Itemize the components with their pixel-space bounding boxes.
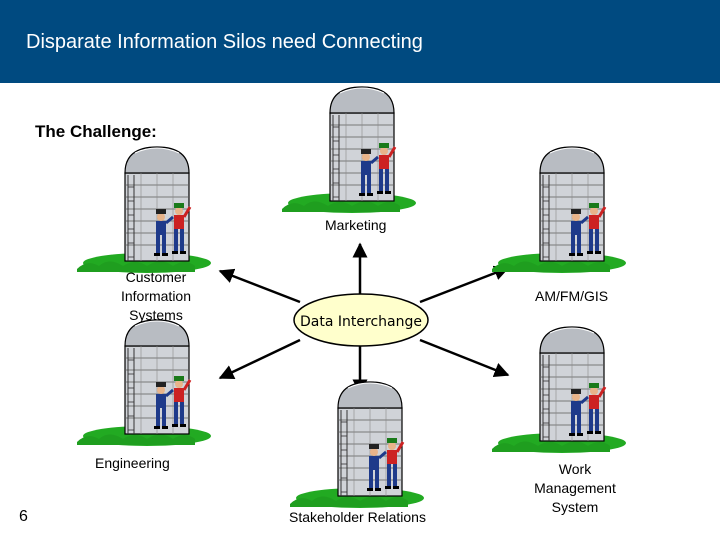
arrow-to-engineering xyxy=(218,338,301,380)
marketing-label: Marketing xyxy=(325,217,387,233)
customer-information-systems-silo-icon xyxy=(75,145,213,275)
engineering-label: Engineering xyxy=(95,455,170,471)
arrow-to-am-fm-gis xyxy=(419,265,510,304)
am-fm-gis-label: AM/FM/GIS xyxy=(535,288,609,304)
data-interchange-hub xyxy=(293,293,429,347)
work-management-system-silo-icon xyxy=(490,325,628,455)
challenge-heading: The Challenge: xyxy=(35,122,157,141)
stakeholder-relations-label: Stakeholder Relations xyxy=(289,509,426,525)
header-bar: Disparate Information Silos need Connect… xyxy=(0,0,720,83)
stakeholder-relations-silo-icon xyxy=(288,380,426,510)
work-management-system-label: Work Management System xyxy=(534,461,616,515)
marketing-silo-icon xyxy=(280,85,418,215)
page-number: 6 xyxy=(19,508,28,525)
am-fm-gis-silo-icon xyxy=(490,145,628,275)
data-interchange-label: Data Interchange xyxy=(300,314,422,330)
arrow-to-work-management-system xyxy=(419,338,510,377)
arrow-to-customer-information-systems xyxy=(218,268,301,304)
slide-title: Disparate Information Silos need Connect… xyxy=(26,31,423,53)
engineering-silo-icon xyxy=(75,318,213,448)
customer-information-systems-label: Customer Information Systems xyxy=(120,269,192,323)
